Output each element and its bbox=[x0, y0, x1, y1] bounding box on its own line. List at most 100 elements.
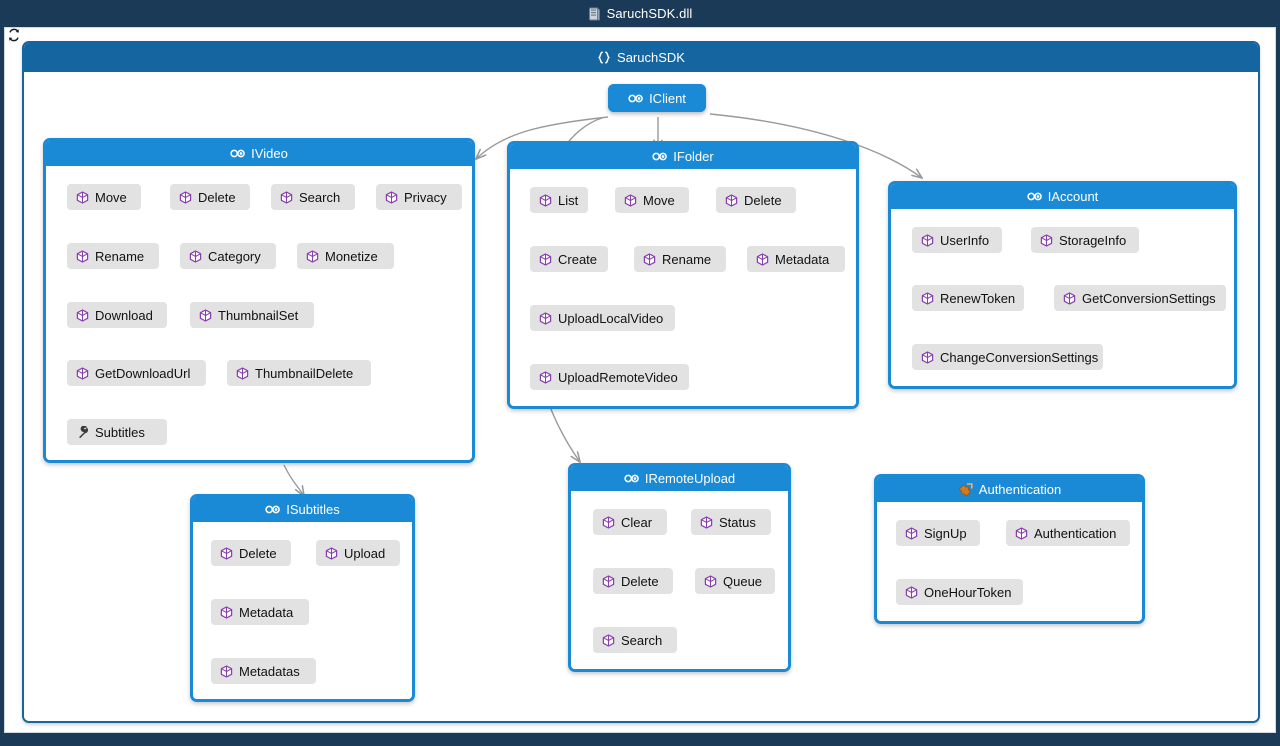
member-label: Rename bbox=[662, 251, 712, 267]
member-chip[interactable]: Privacy bbox=[376, 184, 462, 210]
type-node-iclient[interactable]: IClient bbox=[608, 84, 706, 112]
member-label: Metadatas bbox=[239, 663, 300, 679]
method-icon bbox=[602, 633, 615, 647]
method-icon bbox=[539, 252, 552, 266]
member-chip[interactable]: Clear bbox=[593, 509, 667, 535]
member-label: OneHourToken bbox=[924, 584, 1012, 600]
member-label: Delete bbox=[198, 189, 236, 205]
method-icon bbox=[189, 249, 202, 263]
member-chip[interactable]: GetDownloadUrl bbox=[67, 360, 206, 386]
method-icon bbox=[325, 546, 338, 560]
member-chip[interactable]: Metadata bbox=[211, 599, 309, 625]
member-label: Search bbox=[621, 632, 663, 648]
method-icon bbox=[220, 605, 233, 619]
interface-icon bbox=[652, 151, 668, 162]
property-icon bbox=[76, 425, 89, 439]
method-icon bbox=[199, 308, 212, 322]
interface-icon bbox=[624, 473, 639, 484]
member-chip[interactable]: OneHourToken bbox=[896, 579, 1023, 605]
member-label: UploadRemoteVideo bbox=[558, 369, 678, 385]
node-title-ifolder: IFolder bbox=[673, 149, 714, 164]
method-icon bbox=[236, 366, 249, 380]
member-chip[interactable]: Delete bbox=[593, 568, 673, 594]
node-title-isubtitles: ISubtitles bbox=[286, 502, 340, 517]
member-chip[interactable]: UploadRemoteVideo bbox=[530, 364, 689, 390]
member-chip[interactable]: List bbox=[530, 187, 588, 213]
member-chip[interactable]: Rename bbox=[67, 243, 159, 269]
method-icon bbox=[539, 193, 552, 207]
member-chip[interactable]: Create bbox=[530, 246, 608, 272]
member-chip[interactable]: ThumbnailSet bbox=[190, 302, 314, 328]
member-label: StorageInfo bbox=[1059, 232, 1127, 248]
member-chip[interactable]: Subtitles bbox=[67, 419, 167, 445]
member-label: SignUp bbox=[924, 525, 967, 541]
method-icon bbox=[385, 190, 398, 204]
member-label: Create bbox=[558, 251, 598, 267]
member-chip[interactable]: RenewToken bbox=[912, 285, 1024, 311]
member-chip[interactable]: Delete bbox=[211, 540, 291, 566]
member-chip[interactable]: SignUp bbox=[896, 520, 980, 546]
member-label: ThumbnailDelete bbox=[255, 365, 354, 381]
method-icon bbox=[539, 311, 552, 325]
node-title-iaccount: IAccount bbox=[1047, 189, 1099, 204]
member-chip[interactable]: Move bbox=[615, 187, 689, 213]
method-icon bbox=[725, 193, 738, 207]
method-icon bbox=[624, 193, 637, 207]
method-icon bbox=[76, 366, 89, 380]
member-chip[interactable]: Upload bbox=[316, 540, 400, 566]
member-chip[interactable]: Move bbox=[67, 184, 141, 210]
member-chip[interactable]: Category bbox=[180, 243, 276, 269]
member-chip[interactable]: Authentication bbox=[1006, 520, 1130, 546]
member-chip[interactable]: Search bbox=[271, 184, 355, 210]
member-label: Move bbox=[643, 192, 675, 208]
method-icon bbox=[921, 233, 934, 247]
member-chip[interactable]: Status bbox=[691, 509, 771, 535]
member-label: Clear bbox=[621, 514, 653, 530]
node-header-iclient: IClient bbox=[608, 84, 706, 112]
member-chip[interactable]: Metadatas bbox=[211, 658, 316, 684]
member-label: Delete bbox=[744, 192, 782, 208]
member-chip[interactable]: UserInfo bbox=[912, 227, 1002, 253]
node-header-authentication: Authentication bbox=[877, 477, 1142, 502]
interface-icon bbox=[1027, 191, 1042, 202]
member-label: Privacy bbox=[404, 189, 447, 205]
member-chip[interactable]: StorageInfo bbox=[1031, 227, 1139, 253]
member-chip[interactable]: ThumbnailDelete bbox=[227, 360, 371, 386]
member-label: UploadLocalVideo bbox=[558, 310, 664, 326]
member-chip[interactable]: GetConversionSettings bbox=[1054, 285, 1226, 311]
method-icon bbox=[1063, 291, 1076, 305]
member-chip[interactable]: Search bbox=[593, 627, 677, 653]
assembly-icon bbox=[588, 6, 601, 21]
member-chip[interactable]: Queue bbox=[695, 568, 775, 594]
member-label: UserInfo bbox=[940, 232, 990, 248]
method-icon bbox=[602, 515, 615, 529]
node-header-iremoteupload: IRemoteUpload bbox=[571, 466, 788, 491]
member-chip[interactable]: Rename bbox=[634, 246, 726, 272]
member-chip[interactable]: Monetize bbox=[297, 243, 394, 269]
member-label: Delete bbox=[621, 573, 659, 589]
member-chip[interactable]: Delete bbox=[170, 184, 250, 210]
member-chip[interactable]: ChangeConversionSettings bbox=[912, 344, 1103, 370]
node-header-isubtitles: ISubtitles bbox=[193, 497, 412, 522]
member-label: Status bbox=[719, 514, 756, 530]
member-chip[interactable]: Download bbox=[67, 302, 167, 328]
assembly-collapse-toggle[interactable] bbox=[7, 28, 21, 44]
method-icon bbox=[602, 574, 615, 588]
method-icon bbox=[76, 308, 89, 322]
member-chip[interactable]: Delete bbox=[716, 187, 796, 213]
method-icon bbox=[905, 526, 918, 540]
namespace-header: SaruchSDK bbox=[24, 43, 1258, 72]
member-label: Monetize bbox=[325, 248, 378, 264]
member-chip[interactable]: Metadata bbox=[747, 246, 845, 272]
member-chip[interactable]: UploadLocalVideo bbox=[530, 305, 675, 331]
